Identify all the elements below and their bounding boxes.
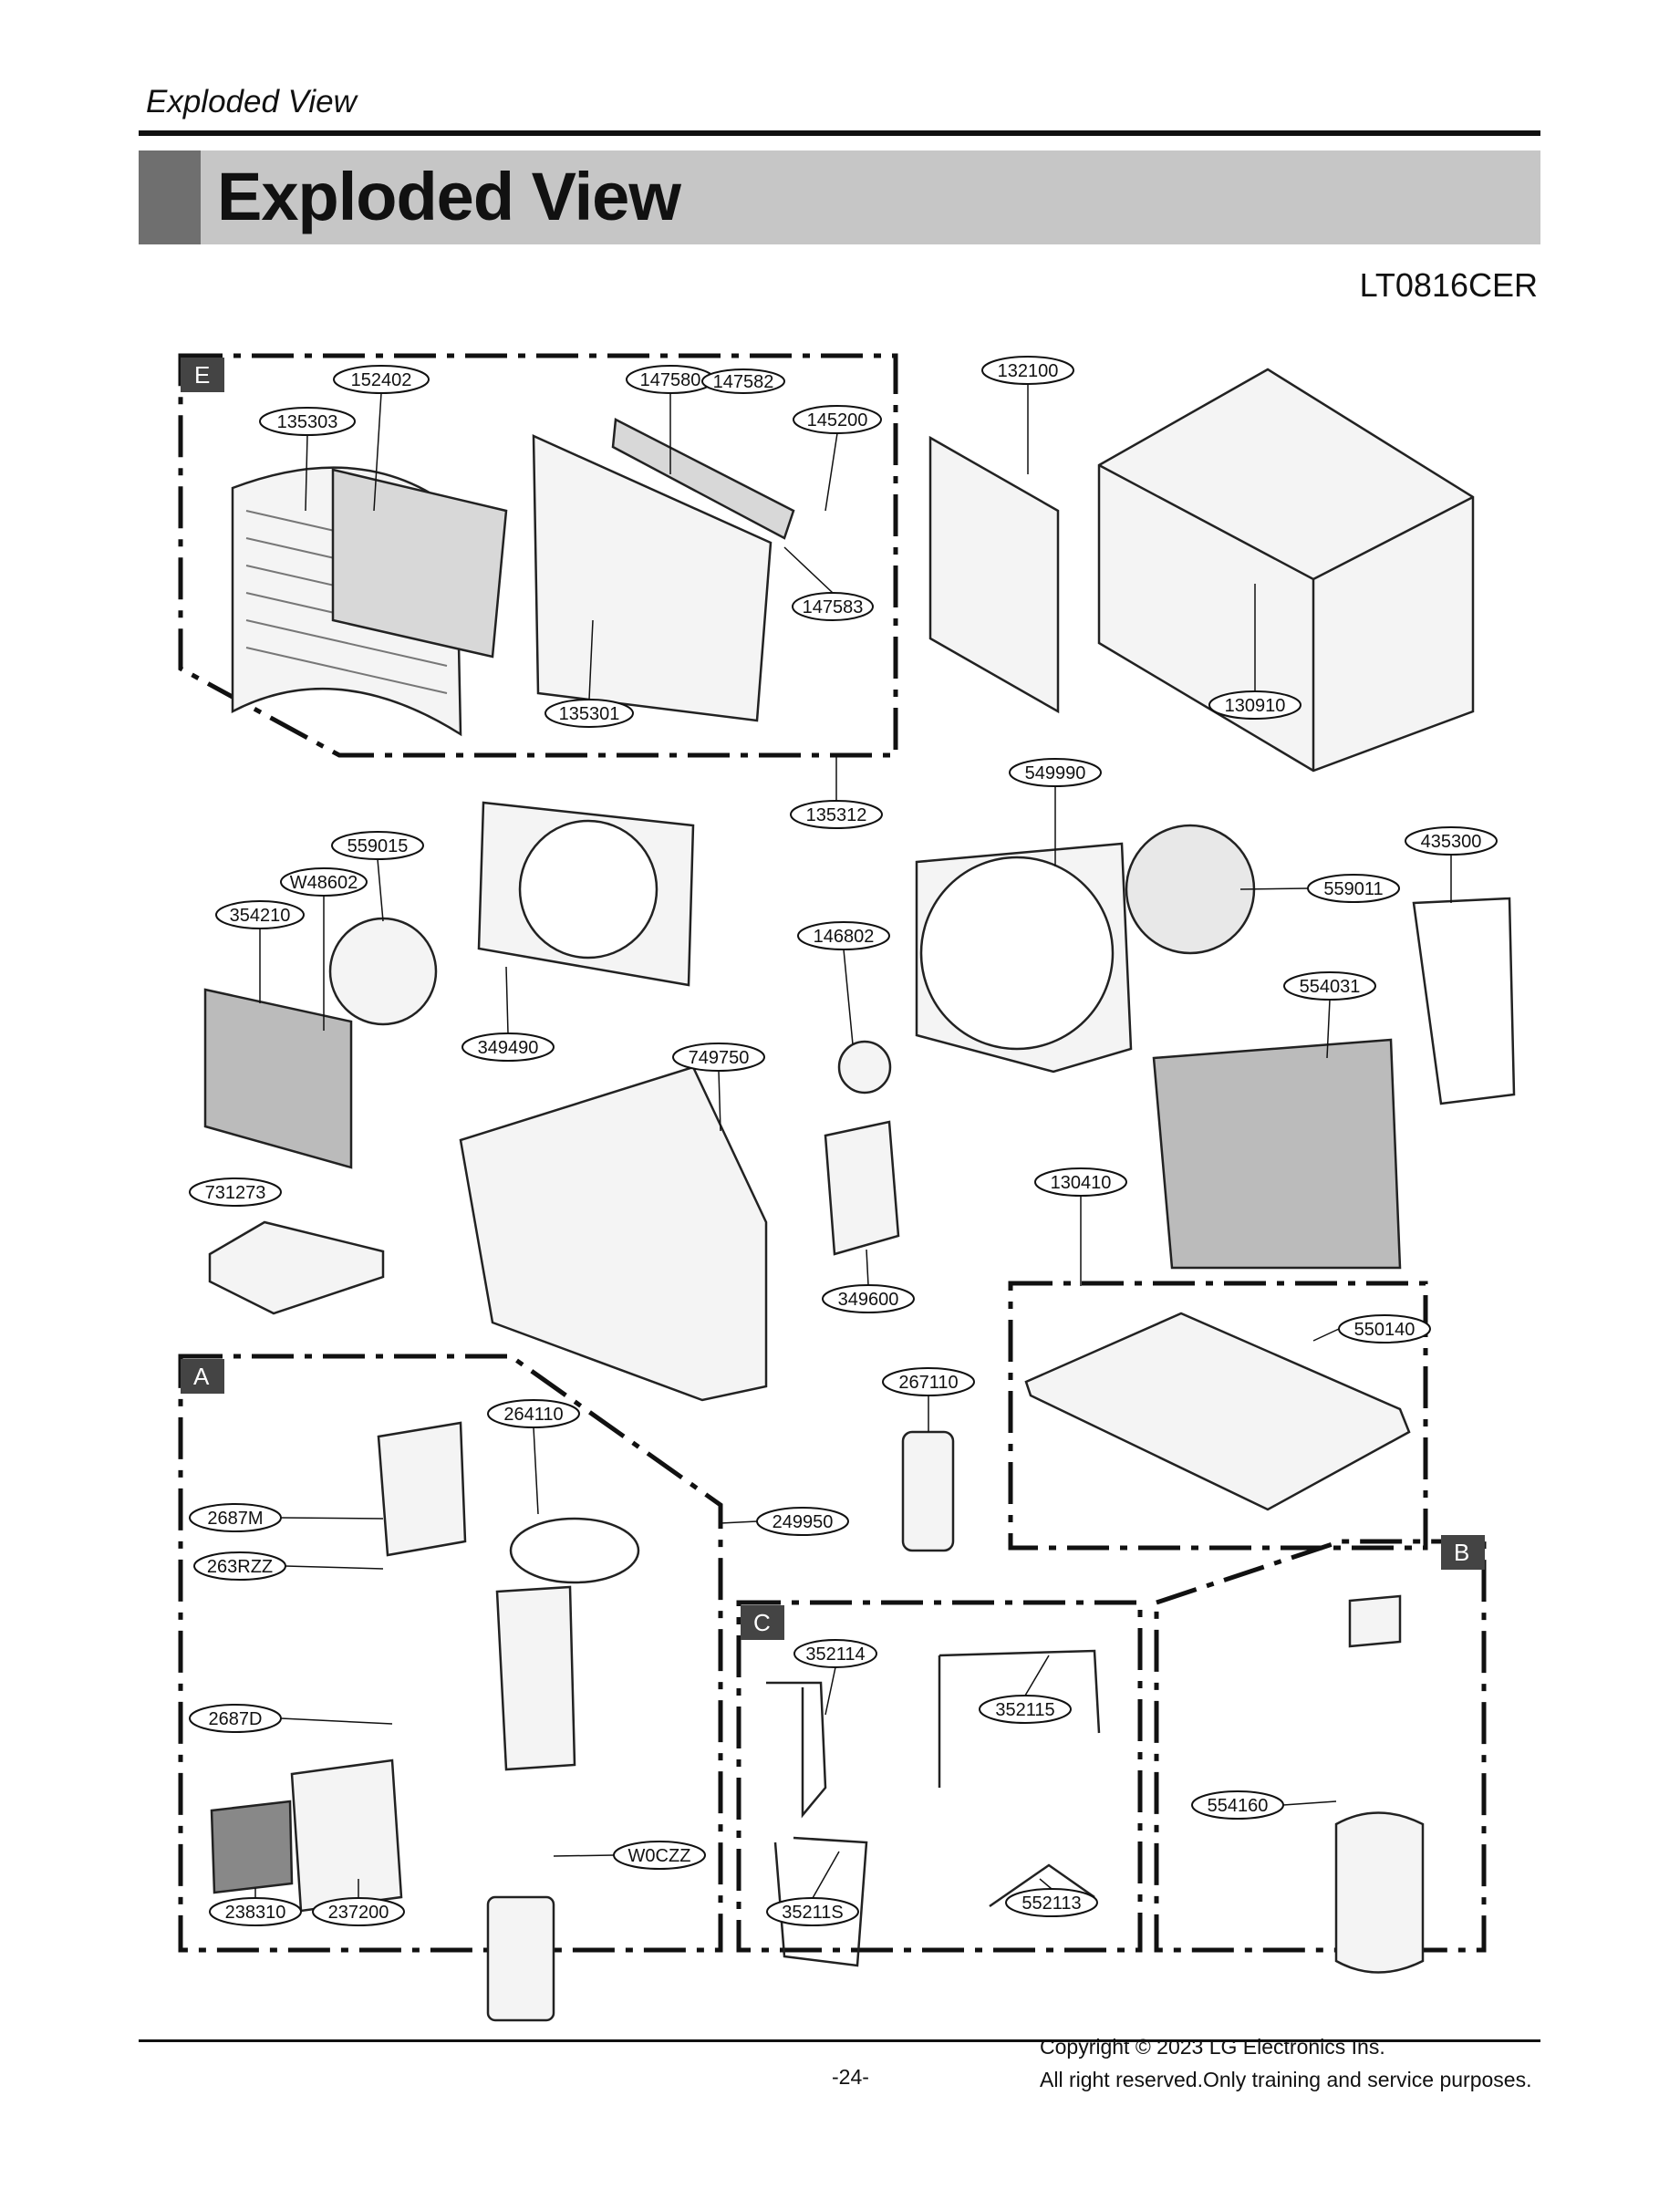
part-label: 731273 xyxy=(205,1183,266,1203)
part-label: 145200 xyxy=(807,410,868,431)
page-number: -24- xyxy=(832,2065,869,2089)
cabinet-drawing xyxy=(1097,368,1475,773)
callout-labels: 135303 152402 147580 147582 145200 14758… xyxy=(205,361,1482,1923)
propeller-drawing xyxy=(1125,824,1256,955)
part-label: 135312 xyxy=(806,805,867,825)
section-label-e: E xyxy=(194,361,210,389)
header-rule xyxy=(139,130,1540,136)
section-label-a: A xyxy=(193,1363,210,1390)
part-label: 549990 xyxy=(1025,763,1086,783)
blower-drawing xyxy=(328,917,438,1026)
part-label: 554031 xyxy=(1300,977,1361,997)
part-label: 147583 xyxy=(803,597,864,617)
frame-a xyxy=(178,1354,723,1953)
part-label: 749750 xyxy=(689,1048,750,1068)
pcb-main-drawing xyxy=(377,1421,467,1557)
part-label: 238310 xyxy=(225,1903,286,1923)
control-box-drawing xyxy=(495,1585,576,1771)
base-plate-drawing xyxy=(1024,1312,1411,1511)
motor-drawing xyxy=(837,1040,892,1094)
page-title: Exploded View xyxy=(217,159,681,234)
part-label: 249950 xyxy=(773,1512,834,1532)
frame-e xyxy=(178,353,898,758)
model-number: LT0816CER xyxy=(1359,266,1538,304)
footer-rule xyxy=(139,2039,1540,2042)
remote-drawing xyxy=(901,1430,955,1552)
capacitor-drawing xyxy=(486,1895,555,2022)
part-label: 147580 xyxy=(640,370,701,390)
part-label: 550140 xyxy=(1354,1320,1416,1340)
section-label-c: C xyxy=(753,1609,771,1636)
frame-b-top xyxy=(1008,1281,1428,1551)
part-label: 352115 xyxy=(995,1700,1054,1720)
part-label: 130910 xyxy=(1225,696,1286,716)
part-label: W48602 xyxy=(290,873,358,893)
cord-drawing xyxy=(509,1517,640,1584)
part-label: W0CZZ xyxy=(628,1846,691,1866)
front-frame-drawing xyxy=(532,434,773,722)
packing-drawing xyxy=(208,1220,385,1315)
part-label: 2687M xyxy=(207,1509,263,1529)
guard-drawing xyxy=(1412,897,1516,1105)
condenser-drawing xyxy=(1152,1038,1402,1270)
part-label: 237200 xyxy=(328,1903,389,1923)
compressor-drawing xyxy=(1334,1811,1425,1974)
part-label: 135303 xyxy=(277,412,338,432)
part-label: 135301 xyxy=(559,704,620,724)
part-drawings xyxy=(203,368,1516,2022)
frame-b xyxy=(1154,1539,1487,1953)
rights-line: All right reserved.Only training and ser… xyxy=(1040,2068,1532,2091)
part-label: 552113 xyxy=(1021,1893,1081,1914)
part-label: 263RZZ xyxy=(207,1557,273,1577)
part-label: 554160 xyxy=(1208,1796,1269,1816)
frame-c xyxy=(736,1600,1143,1953)
copyright-line: Copyright © 2023 LG Electronics Ins. xyxy=(1040,2035,1385,2059)
part-label: 349600 xyxy=(838,1290,899,1310)
part-label: 147582 xyxy=(713,372,774,392)
section-label-b: B xyxy=(1454,1539,1469,1566)
callout-bubbles xyxy=(189,356,1498,1926)
motor-bracket-drawing xyxy=(824,1120,900,1256)
part-label: 132100 xyxy=(998,361,1059,381)
part-label: 349490 xyxy=(478,1038,539,1058)
part-label: 35211S xyxy=(782,1903,843,1923)
part-label: 354210 xyxy=(230,906,291,926)
part-label: 559011 xyxy=(1323,879,1383,899)
part-label: 267110 xyxy=(898,1373,958,1393)
part-label: 435300 xyxy=(1421,832,1482,852)
control-panel-drawing xyxy=(290,1758,403,1913)
display-drawing xyxy=(210,1800,294,1894)
title-band: Exploded View xyxy=(139,150,1540,244)
section-badges: E A B C xyxy=(181,358,1485,1640)
overload-drawing xyxy=(1348,1594,1402,1648)
part-label: 130410 xyxy=(1051,1173,1112,1193)
part-label: 152402 xyxy=(351,370,412,390)
part-label: 146802 xyxy=(814,927,875,947)
seal-frame-drawing xyxy=(928,435,1060,714)
title-accent xyxy=(139,150,201,244)
part-label: 352114 xyxy=(805,1644,865,1665)
part-label: 264110 xyxy=(503,1405,563,1425)
part-label: 2687D xyxy=(209,1709,263,1729)
running-title: Exploded View xyxy=(146,84,357,119)
part-label: 559015 xyxy=(347,836,409,856)
leader-lines xyxy=(254,384,1452,1899)
evaporator-drawing xyxy=(203,988,353,1169)
copyright-block: Copyright © 2023 LG Electronics Ins. All… xyxy=(1040,2030,1531,2096)
